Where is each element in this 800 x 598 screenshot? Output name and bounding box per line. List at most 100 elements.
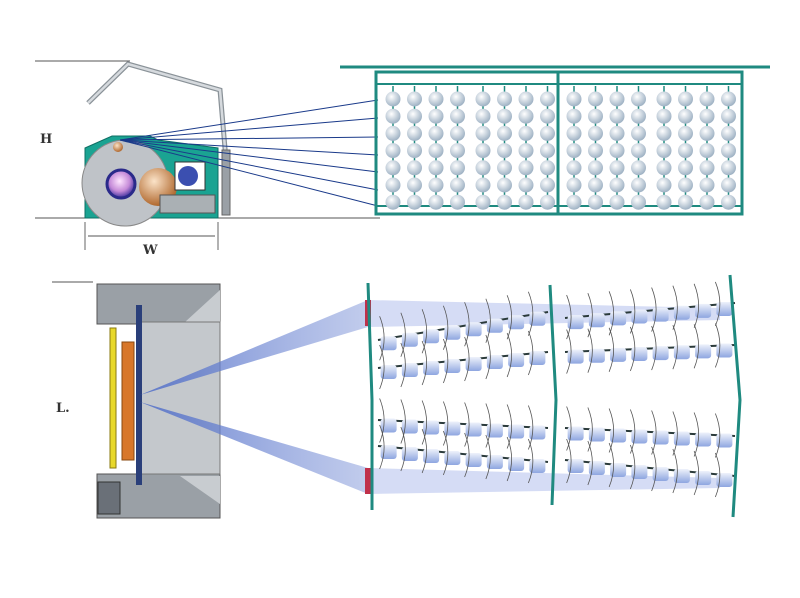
bobbin bbox=[380, 336, 397, 351]
bobbin bbox=[444, 325, 461, 340]
beam-hub bbox=[105, 168, 137, 200]
bobbin bbox=[631, 91, 646, 107]
bobbin bbox=[465, 453, 482, 467]
yarn-guide bbox=[587, 440, 593, 486]
yarn-guide bbox=[421, 309, 428, 354]
bobbin bbox=[699, 194, 715, 210]
bobbin bbox=[423, 361, 440, 375]
yarn-guide bbox=[693, 450, 700, 496]
yarn-guide bbox=[651, 287, 657, 332]
yarn-guide bbox=[587, 293, 593, 338]
yarn-guide bbox=[528, 291, 534, 336]
bobbin bbox=[721, 143, 736, 159]
bobbin bbox=[540, 125, 555, 141]
yarn-guide bbox=[608, 442, 615, 488]
bobbin bbox=[673, 305, 690, 320]
yarn-sheet-upper bbox=[140, 300, 368, 395]
bobbin bbox=[450, 160, 465, 176]
bobbin bbox=[540, 108, 555, 124]
bobbin bbox=[678, 177, 693, 193]
yarn-guide bbox=[400, 312, 406, 357]
bobbin bbox=[631, 346, 648, 361]
bobbin bbox=[566, 177, 582, 193]
bobbin bbox=[450, 194, 465, 210]
bobbin bbox=[609, 125, 625, 141]
bobbin bbox=[475, 143, 491, 159]
bobbin bbox=[588, 194, 603, 210]
control-panel bbox=[97, 481, 121, 515]
bobbin bbox=[407, 108, 422, 124]
bobbin bbox=[385, 108, 401, 124]
bobbin bbox=[428, 177, 444, 193]
bobbin bbox=[656, 177, 672, 193]
yarn-guide bbox=[587, 328, 593, 373]
bobbin bbox=[588, 125, 603, 141]
bobbin bbox=[475, 177, 491, 193]
bobbin bbox=[588, 108, 603, 124]
yarn-guide bbox=[715, 323, 721, 368]
bobbin bbox=[385, 143, 401, 159]
bobbin bbox=[631, 309, 648, 324]
yarn-guide bbox=[672, 448, 678, 494]
bobbin bbox=[540, 160, 555, 176]
bobbin bbox=[609, 160, 625, 176]
bobbin bbox=[716, 301, 733, 316]
bobbin bbox=[465, 422, 482, 437]
bobbin bbox=[401, 447, 418, 461]
bobbin bbox=[566, 91, 582, 107]
bobbin bbox=[475, 160, 491, 176]
bobbin bbox=[716, 343, 733, 358]
yarn-guide bbox=[400, 399, 406, 444]
bobbin bbox=[428, 194, 444, 210]
yarn-guide bbox=[421, 428, 428, 474]
yarn-guide bbox=[608, 408, 615, 453]
yarn-guide bbox=[651, 446, 657, 492]
bobbin bbox=[695, 471, 712, 485]
creel-post-middle bbox=[548, 284, 558, 506]
bobbin bbox=[609, 177, 625, 193]
bobbin bbox=[428, 143, 444, 159]
bobbin bbox=[497, 125, 512, 141]
bobbin bbox=[721, 177, 736, 193]
yarn-guide bbox=[693, 324, 700, 369]
yarn-guide bbox=[715, 452, 721, 498]
yarn-guide bbox=[421, 400, 428, 445]
yarn-guide bbox=[651, 325, 657, 371]
guide-roller bbox=[113, 142, 123, 152]
bobbin bbox=[540, 91, 555, 107]
tension-device-lower bbox=[365, 468, 371, 494]
bobbin bbox=[540, 143, 555, 159]
bobbin bbox=[540, 177, 555, 193]
bobbin bbox=[497, 143, 512, 159]
bobbin bbox=[656, 143, 672, 159]
bobbin bbox=[380, 365, 397, 379]
safety-bar bbox=[109, 327, 117, 469]
bobbin bbox=[567, 426, 584, 441]
bobbin bbox=[486, 455, 503, 469]
bobbin bbox=[567, 349, 584, 364]
creel-post-right bbox=[728, 274, 742, 518]
length-label: L. bbox=[56, 401, 70, 416]
bobbin bbox=[465, 322, 482, 337]
bobbin bbox=[588, 461, 605, 475]
yarn-guide bbox=[400, 426, 406, 472]
bobbin bbox=[428, 108, 444, 124]
yarn-guide bbox=[715, 281, 721, 327]
bobbin bbox=[699, 125, 715, 141]
yarn-guide bbox=[421, 340, 428, 386]
bobbin bbox=[721, 108, 736, 124]
bobbin-grid bbox=[385, 86, 736, 210]
yarn-guide bbox=[630, 326, 636, 372]
yarn-guide bbox=[379, 316, 385, 361]
bobbin bbox=[497, 108, 512, 124]
yarn-guide bbox=[693, 283, 700, 328]
yarn-guide bbox=[485, 403, 491, 448]
bobbin bbox=[588, 427, 605, 442]
bobbin bbox=[428, 91, 444, 107]
yarn-guide bbox=[464, 336, 470, 382]
bobbin bbox=[652, 430, 669, 445]
bobbin bbox=[699, 177, 715, 193]
bobbin bbox=[444, 421, 461, 436]
bobbin bbox=[529, 311, 546, 326]
bobbin bbox=[721, 160, 736, 176]
